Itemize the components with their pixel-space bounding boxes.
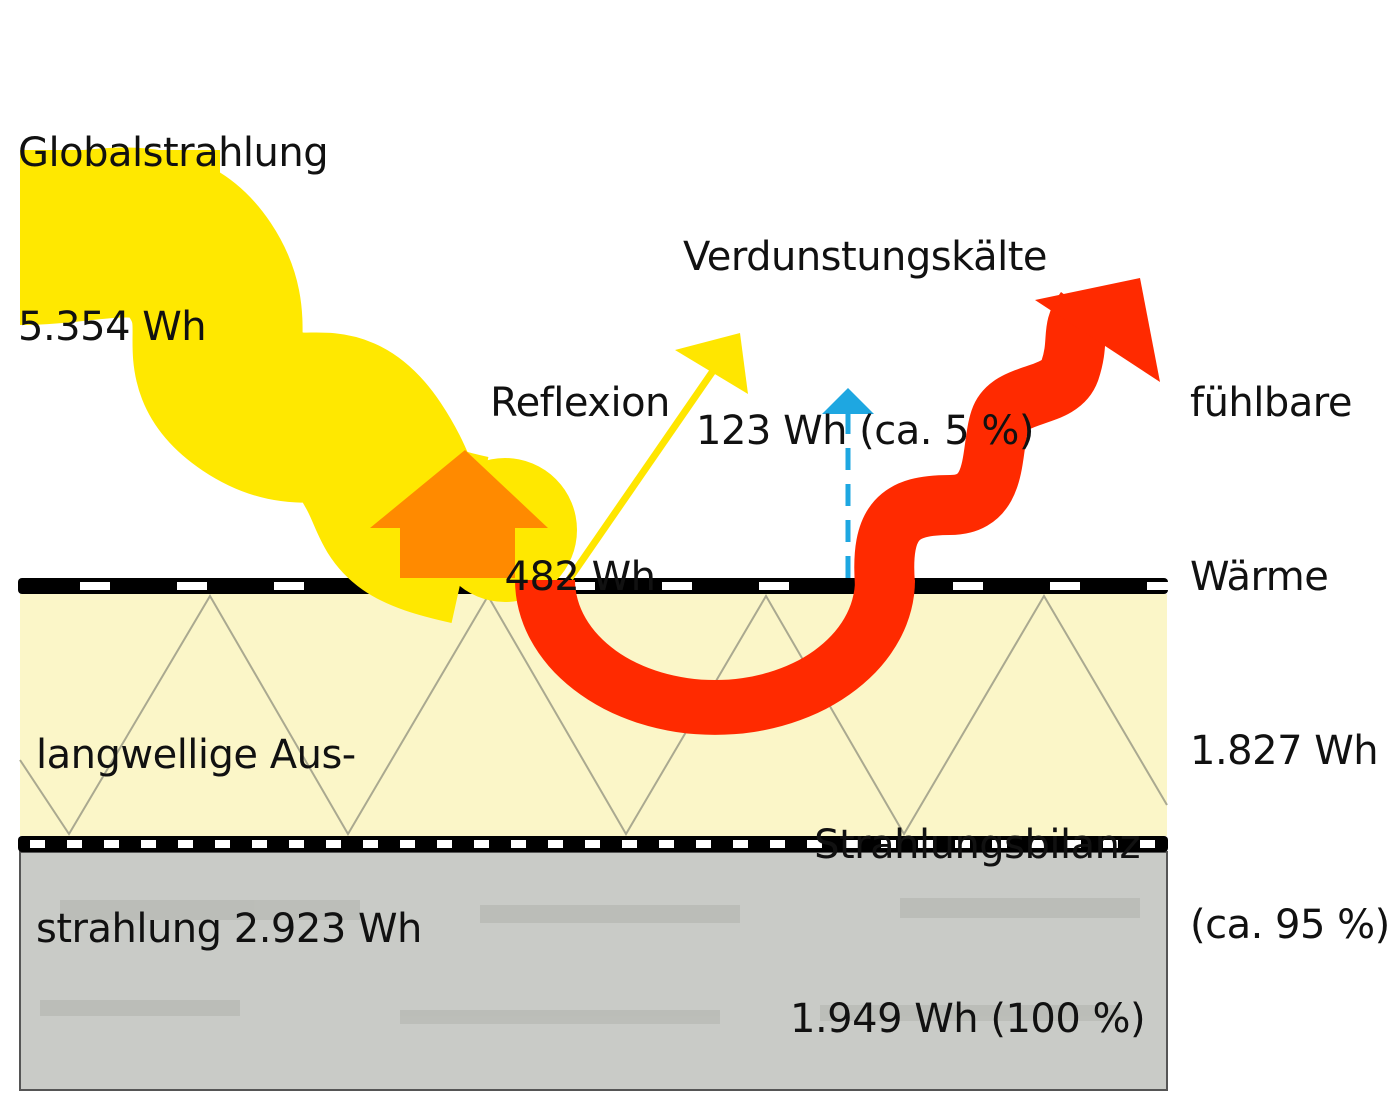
membrane-dash bbox=[289, 840, 304, 848]
reflection-title: Reflexion bbox=[490, 380, 670, 426]
membrane-dash bbox=[844, 840, 859, 848]
membrane-dash bbox=[67, 840, 82, 848]
radiation-balance-label: Strahlungsbilanz 1.949 Wh (100 %) bbox=[790, 700, 1146, 1106]
membrane-dash bbox=[104, 840, 119, 848]
membrane-dash bbox=[400, 840, 415, 848]
membrane-dash bbox=[881, 840, 896, 848]
membrane-dash bbox=[511, 840, 526, 848]
membrane-dash bbox=[1066, 840, 1081, 848]
reflection-arrow-shaft bbox=[567, 366, 718, 580]
longwave-label: langwellige Aus- strahlung 2.923 Wh bbox=[36, 610, 422, 1016]
evaporation-title: Verdunstungskälte bbox=[682, 234, 1048, 280]
membrane-dash bbox=[770, 840, 785, 848]
sensible-heat-wave bbox=[854, 292, 1111, 588]
sensible-heat-line2: Wärme bbox=[1190, 554, 1329, 600]
membrane-dash bbox=[659, 840, 674, 848]
membrane-dash bbox=[363, 840, 378, 848]
radiation-balance-title: Strahlungsbilanz bbox=[814, 822, 1140, 868]
membrane-dash bbox=[585, 840, 600, 848]
membrane-dash bbox=[252, 840, 267, 848]
membrane-dash bbox=[565, 582, 595, 590]
membrane-dash bbox=[474, 840, 489, 848]
sensible-heat-label: fühlbare Wärme 1.827 Wh (ca. 95 %) bbox=[1190, 258, 1390, 1012]
membrane-dash bbox=[177, 582, 207, 590]
membrane-dash bbox=[953, 582, 983, 590]
membrane-dash bbox=[759, 582, 789, 590]
membrane-dash bbox=[30, 840, 45, 848]
membrane-dash bbox=[437, 840, 452, 848]
reflection-arrow-head bbox=[675, 333, 748, 394]
sensible-heat-value: 1.827 Wh bbox=[1190, 728, 1379, 774]
insulation-zigzag bbox=[19, 594, 1168, 836]
membrane-dash bbox=[215, 840, 230, 848]
membrane-dash bbox=[696, 840, 711, 848]
global-radiation-title: Globalstrahlung bbox=[18, 130, 329, 176]
longwave-line1: langwellige Aus- bbox=[36, 732, 356, 778]
membrane-dash bbox=[807, 840, 822, 848]
sensible-heat-line1: fühlbare bbox=[1190, 380, 1352, 426]
evaporation-label: Verdunstungskälte 123 Wh (ca. 5 %) bbox=[660, 112, 1070, 518]
membrane-dash bbox=[178, 840, 193, 848]
membrane-dash bbox=[955, 840, 970, 848]
concrete-layer bbox=[19, 851, 1168, 1091]
membrane-dash bbox=[992, 840, 1007, 848]
membrane-dash bbox=[274, 582, 304, 590]
longwave-radiation-arrow bbox=[370, 450, 548, 578]
membrane-dash bbox=[662, 582, 692, 590]
reflection-value: 482 Wh bbox=[504, 554, 656, 600]
membrane-dash bbox=[733, 840, 748, 848]
membrane-dash bbox=[1050, 582, 1080, 590]
evaporation-value: 123 Wh (ca. 5 %) bbox=[696, 408, 1035, 454]
global-radiation-band-top bbox=[20, 150, 220, 240]
global-radiation-value: 5.354 Wh bbox=[18, 304, 207, 350]
membrane-dash bbox=[918, 840, 933, 848]
membrane-dash bbox=[141, 840, 156, 848]
radiation-balance-arc bbox=[515, 580, 915, 735]
bottom-membrane-dashes bbox=[30, 840, 1155, 848]
membrane-dash bbox=[1140, 840, 1155, 848]
evaporation-arrow-head bbox=[822, 388, 874, 414]
membrane-dash bbox=[1103, 840, 1118, 848]
membrane-dash bbox=[548, 840, 563, 848]
concrete-texture bbox=[40, 898, 1140, 1024]
longwave-line2: strahlung 2.923 Wh bbox=[36, 906, 422, 952]
membrane-dash bbox=[1029, 840, 1044, 848]
reflection-label: Reflexion 482 Wh bbox=[480, 258, 680, 664]
radiation-balance-value: 1.949 Wh (100 %) bbox=[790, 996, 1146, 1042]
sensible-heat-share: (ca. 95 %) bbox=[1190, 902, 1390, 948]
sensible-heat-arrow-head bbox=[1035, 278, 1160, 382]
membrane-dash bbox=[80, 582, 110, 590]
membrane-dash bbox=[326, 840, 341, 848]
membrane-dash bbox=[622, 840, 637, 848]
global-radiation-label: Globalstrahlung 5.354 Wh bbox=[18, 8, 329, 414]
membrane-dash bbox=[1147, 582, 1177, 590]
